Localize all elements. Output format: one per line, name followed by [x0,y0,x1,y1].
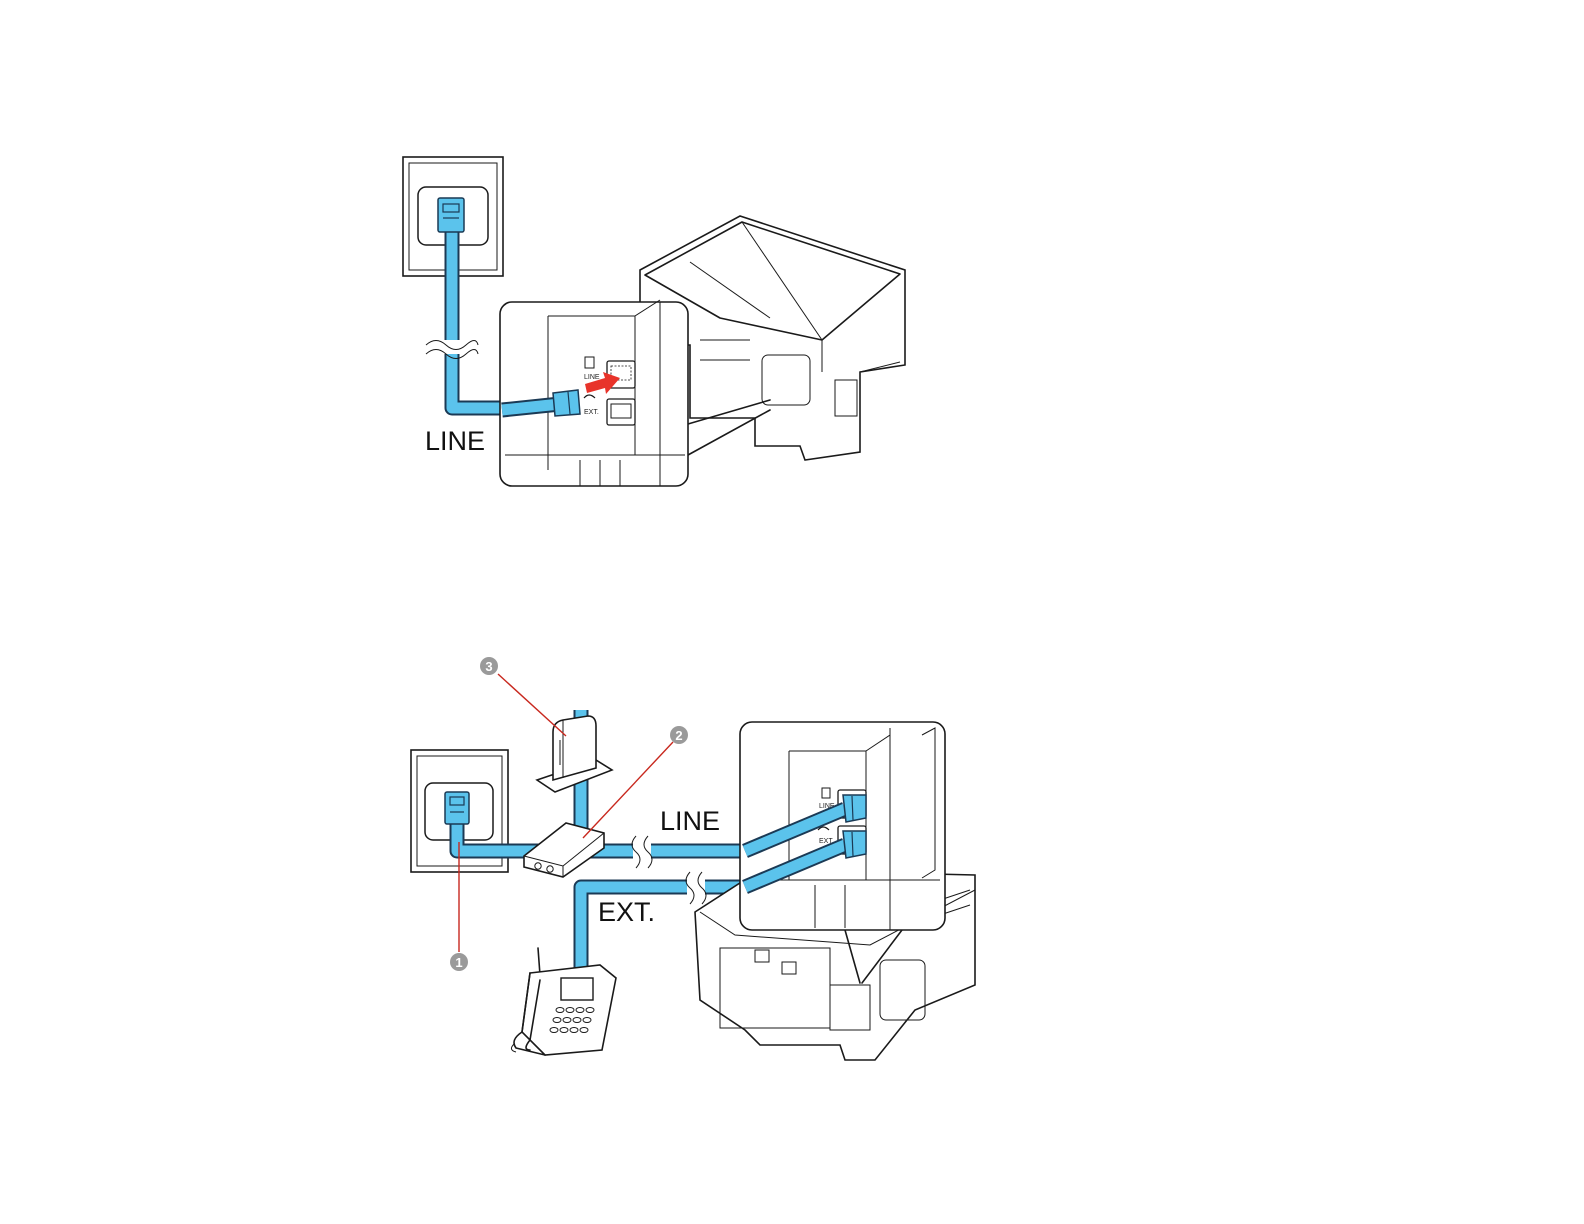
callout-number-2: 2 [675,728,682,743]
rj11-plug-wall-1 [438,198,464,232]
rj11-plug-printer-1 [553,390,580,416]
zoom-inset-1: LINE EXT. [500,300,688,486]
port-line-label-1: LINE [584,374,600,381]
callout-badge-2: 2 [670,726,688,744]
dsl-filter-2 [524,823,604,877]
callout-number-3: 3 [485,659,492,674]
diagram-direct-line-connection: LINE EXT. LINE [403,157,905,486]
dsl-modem-3 [537,716,612,792]
line-label-1: LINE [425,426,485,456]
rj11-plug-wall-2 [445,792,469,824]
line-label-2: LINE [660,806,720,836]
callout-badge-3: 3 [480,657,498,675]
callout-number-1: 1 [455,955,462,970]
callout-badge-1: 1 [450,953,468,971]
rj11-plug-ext-2 [843,831,866,858]
port-ext-label-1: EXT. [584,409,599,416]
rj11-plug-line-2 [843,795,866,822]
zoom-inset-2: LINE EXT. [740,722,945,930]
ext-label-2: EXT. [598,897,655,927]
diagram-dsl-filter-connection: LINE EXT. LINE EXT. [411,657,975,1060]
telephone [511,948,616,1055]
